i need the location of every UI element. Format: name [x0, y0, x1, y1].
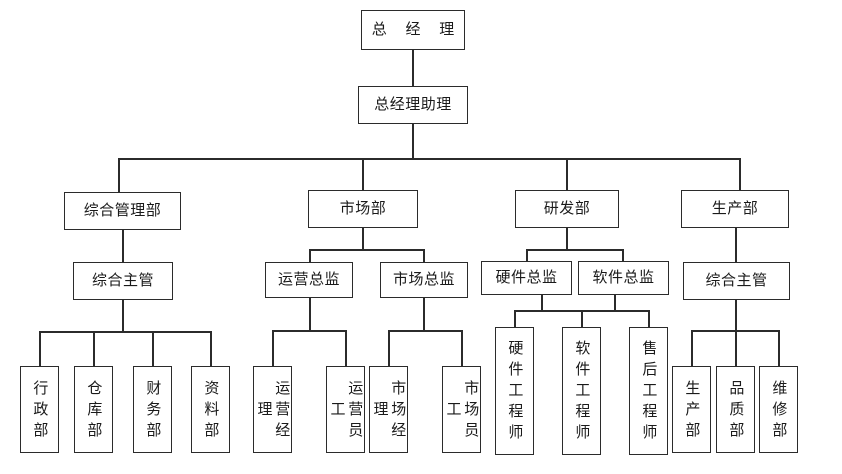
node-finance[interactable]: 财务部: [133, 366, 172, 453]
node-warehouse[interactable]: 仓库部: [74, 366, 113, 453]
edge-bus-drop-rd: [566, 158, 568, 190]
edge-drop-market-manager: [388, 330, 390, 366]
edge-drop-warehouse: [93, 331, 95, 366]
edge-bus-drop-market: [362, 158, 364, 190]
node-quality-dept[interactable]: 品质部: [716, 366, 755, 453]
edge-bus-rd-directors: [526, 249, 623, 251]
edge-drop-hardware-director: [526, 249, 528, 261]
node-aftersales-engineer[interactable]: 售后工程师: [629, 327, 668, 455]
node-admin-supervisor[interactable]: 综合主管: [73, 262, 173, 300]
edge-bus-admin-leaves: [39, 331, 211, 333]
node-software-director[interactable]: 软件总监: [578, 261, 669, 295]
edge-hardware-director-to-bus: [541, 295, 543, 311]
edge-bus-market-directors: [309, 249, 424, 251]
edge-drop-quality-dept: [735, 330, 737, 366]
node-admin-office[interactable]: 行政部: [20, 366, 59, 453]
edge-drop-finance: [152, 331, 154, 366]
edge-market-director-to-bus: [423, 298, 425, 331]
edge-bus-drop-production: [739, 158, 741, 190]
edge-assistant-to-bus: [412, 124, 414, 159]
node-hardware-engineer[interactable]: 硬件工程师: [495, 327, 534, 455]
edge-rd-to-bus: [566, 228, 568, 250]
node-dept-rd[interactable]: 研发部: [515, 190, 619, 228]
node-general-manager[interactable]: 总 经 理: [361, 10, 465, 50]
node-production-dept[interactable]: 生产部: [672, 366, 711, 453]
node-ops-staff[interactable]: 运营员工: [326, 366, 365, 453]
node-software-engineer[interactable]: 软件工程师: [562, 327, 601, 455]
edge-drop-admin-office: [39, 331, 41, 366]
edge-drop-ops-manager: [272, 330, 274, 366]
edge-drop-ops-director: [309, 249, 311, 262]
edge-software-director-to-bus: [614, 295, 616, 311]
node-market-manager[interactable]: 市场经理: [369, 366, 408, 453]
edge-drop-maintenance-dept: [778, 330, 780, 366]
edge-drop-aftersales-engineer: [648, 310, 650, 327]
edge-production-to-supervisor: [735, 228, 737, 262]
edge-drop-archives: [210, 331, 212, 366]
node-dept-production[interactable]: 生产部: [681, 190, 789, 228]
edge-bus-market-leaves: [388, 330, 462, 332]
node-maintenance-dept[interactable]: 维修部: [759, 366, 798, 453]
node-market-director[interactable]: 市场总监: [380, 262, 468, 298]
edge-bus-ops-leaves: [272, 330, 347, 332]
node-dept-admin[interactable]: 综合管理部: [64, 192, 181, 230]
node-ops-director[interactable]: 运营总监: [265, 262, 353, 298]
node-production-supervisor[interactable]: 综合主管: [683, 262, 790, 300]
node-gm-assistant[interactable]: 总经理助理: [358, 86, 468, 124]
edge-drop-market-director: [423, 249, 425, 262]
edge-drop-production-dept: [691, 330, 693, 366]
edge-bus-drop-admin: [118, 158, 120, 192]
node-ops-manager[interactable]: 运营经理: [253, 366, 292, 453]
edge-gm-to-assistant: [412, 50, 414, 86]
edge-drop-software-director: [622, 249, 624, 261]
edge-bus-level3: [118, 158, 740, 160]
edge-drop-market-staff: [461, 330, 463, 366]
edge-drop-software-engineer: [581, 310, 583, 327]
node-archives[interactable]: 资料部: [191, 366, 230, 453]
edge-ops-director-to-bus: [309, 298, 311, 331]
edge-admin-to-supervisor: [122, 230, 124, 262]
edge-drop-ops-staff: [345, 330, 347, 366]
node-dept-market[interactable]: 市场部: [308, 190, 418, 228]
edge-production-supervisor-to-bus: [735, 300, 737, 331]
node-hardware-director[interactable]: 硬件总监: [481, 261, 572, 295]
edge-drop-hardware-engineer: [514, 310, 516, 327]
edge-admin-supervisor-to-bus: [122, 300, 124, 332]
node-market-staff[interactable]: 市场员工: [442, 366, 481, 453]
edge-market-to-bus: [362, 228, 364, 250]
